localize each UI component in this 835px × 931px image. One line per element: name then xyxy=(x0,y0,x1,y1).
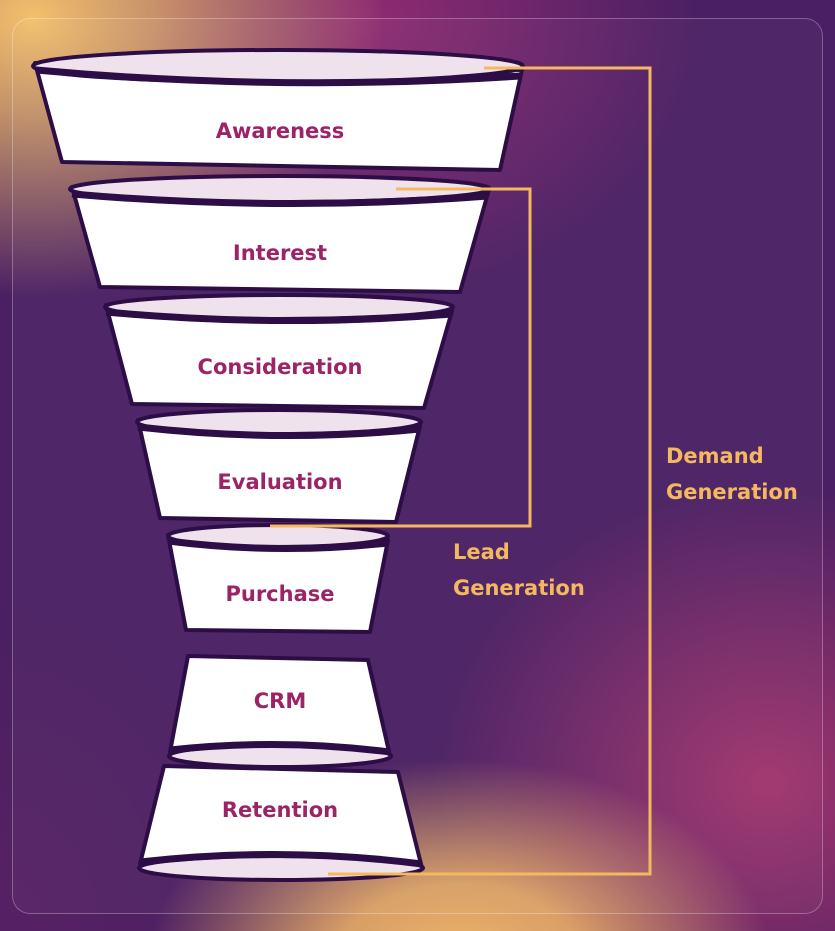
stage-label-purchase: Purchase xyxy=(225,582,334,606)
funnel-stage-retention: Retention xyxy=(137,764,425,882)
funnel-stage-evaluation: Evaluation xyxy=(135,408,423,524)
demand-generation-line1: Demand xyxy=(666,444,764,468)
funnel-stage-consideration: Consideration xyxy=(103,293,455,410)
stage-label-consideration: Consideration xyxy=(198,355,363,379)
diagram-frame xyxy=(12,18,823,914)
demand-generation-line2: Generation xyxy=(666,480,798,504)
lead-generation-line2: Generation xyxy=(453,576,585,600)
funnel-stage-interest: Interest xyxy=(68,174,492,294)
funnel-stage-crm: CRM xyxy=(167,654,393,769)
stage-label-crm: CRM xyxy=(254,689,306,713)
lead-generation-bracket xyxy=(270,187,532,528)
lead-generation-line1: Lead xyxy=(453,540,510,564)
funnel-stage-purchase: Purchase xyxy=(166,523,390,634)
demand-generation-bracket xyxy=(328,66,652,876)
stage-label-retention: Retention xyxy=(222,798,338,822)
funnel-stage-awareness: Awareness xyxy=(31,48,525,172)
demand-generation-label: Demand Generation xyxy=(666,438,798,510)
stage-label-evaluation: Evaluation xyxy=(217,470,342,494)
stage-label-interest: Interest xyxy=(233,241,327,265)
stage-label-awareness: Awareness xyxy=(216,119,345,143)
lead-generation-label: Lead Generation xyxy=(453,534,585,606)
